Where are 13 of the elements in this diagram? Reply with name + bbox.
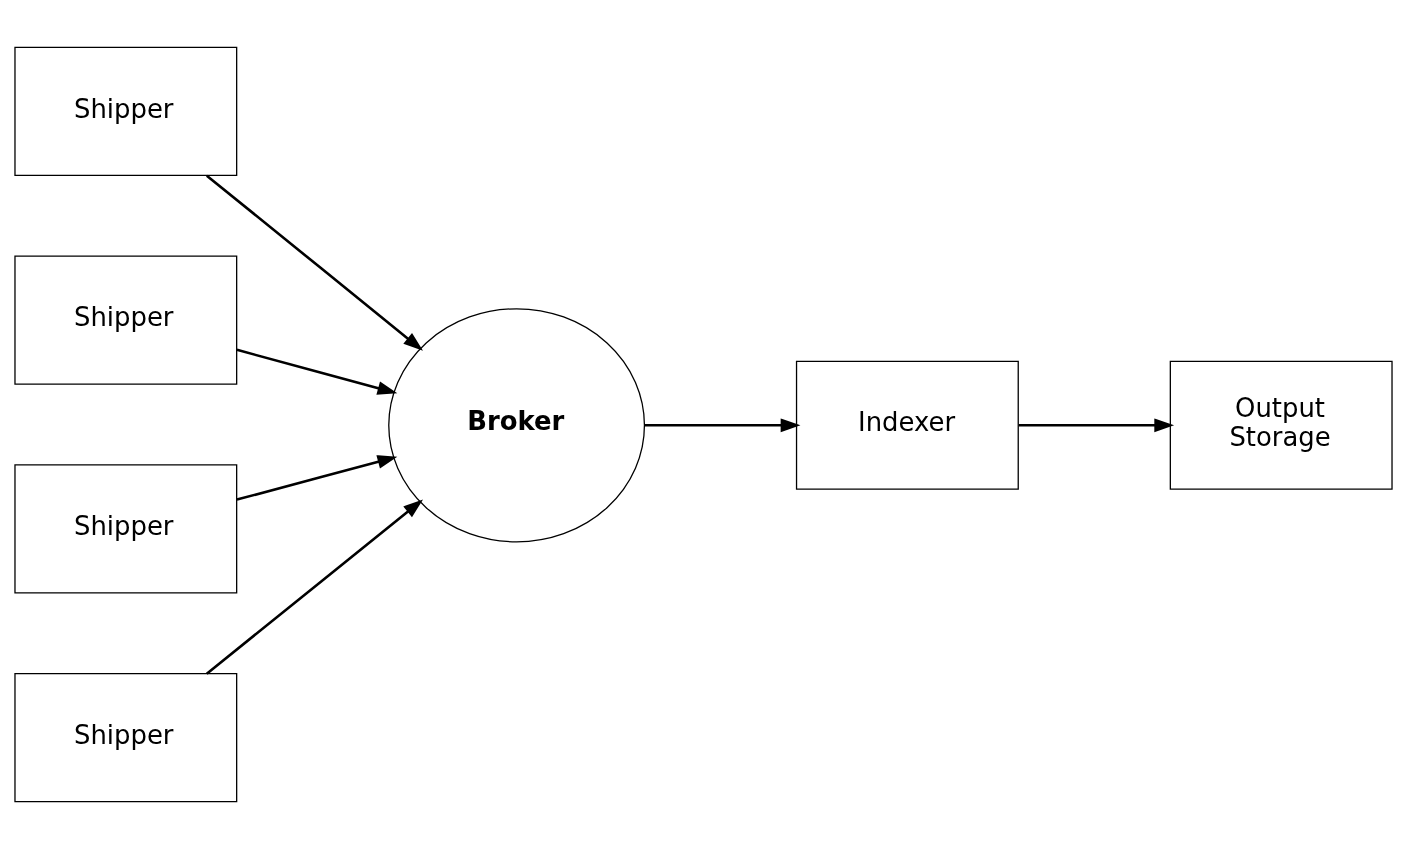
node-box: Shipper xyxy=(14,255,238,385)
node-box: Shipper xyxy=(14,46,238,176)
node-box: Shipper xyxy=(14,463,238,593)
arrow xyxy=(205,498,424,675)
arrow xyxy=(644,417,801,432)
node-box: Output Storage xyxy=(1169,360,1393,490)
arrow xyxy=(236,348,398,395)
node-box: Indexer xyxy=(795,360,1019,490)
arrow xyxy=(1018,417,1175,432)
arrow xyxy=(205,174,424,351)
arrow xyxy=(236,454,398,501)
node-box: Shipper xyxy=(14,672,238,802)
node-circle: Broker xyxy=(388,307,646,542)
